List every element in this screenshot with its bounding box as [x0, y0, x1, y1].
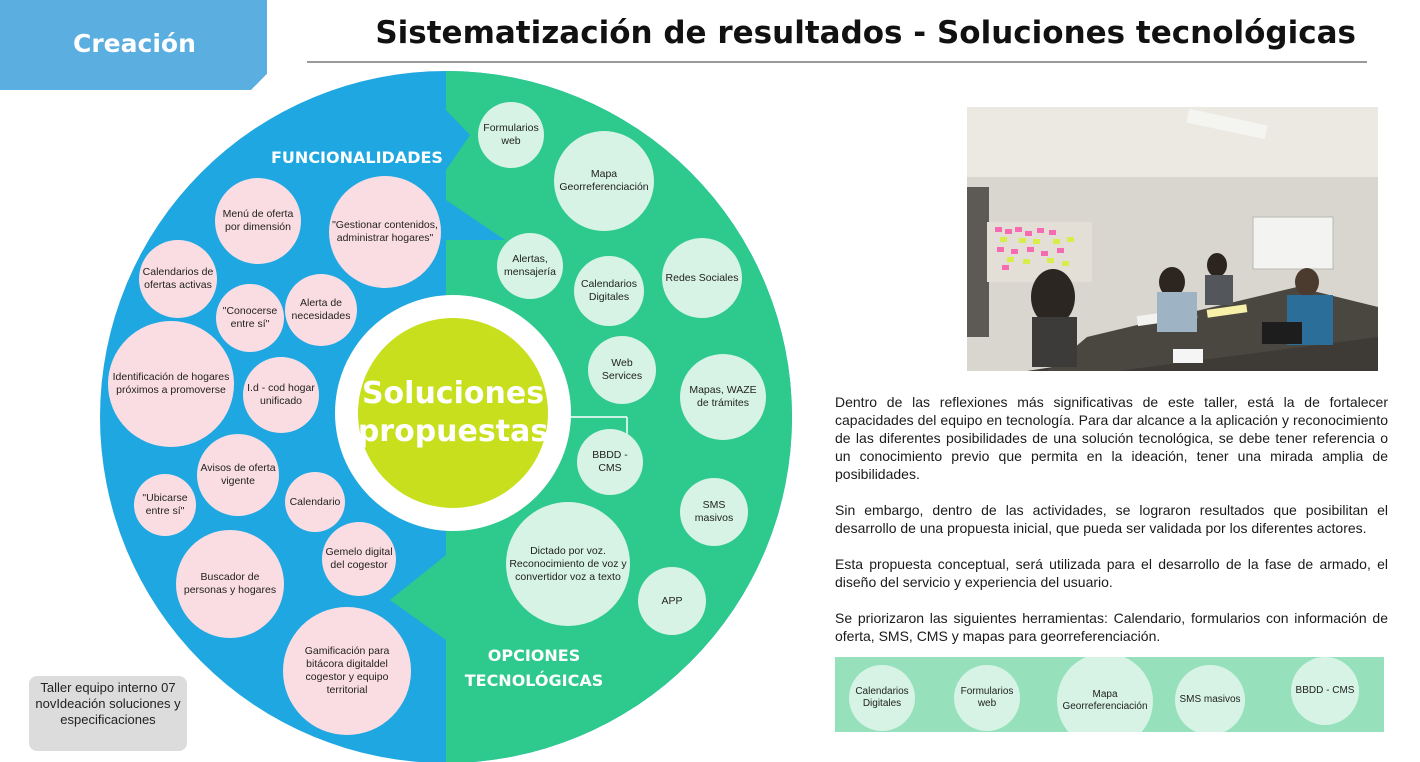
description-paragraph: Sin embargo, dentro de las actividades, …: [835, 502, 1388, 536]
bubble-mapa-georref: Mapa Georreferenciación: [554, 131, 654, 231]
bubble-ubicarse: "Ubicarse entre sí": [134, 474, 196, 536]
bubble-gestionar-contenidos: "Gestionar contenidos, administrar hogar…: [329, 176, 441, 288]
bubble-calendario: Calendario: [285, 472, 345, 532]
workshop-photo-illustration: [967, 107, 1378, 371]
workshop-photo: [967, 107, 1378, 371]
bubble-bbdd-cms: BBDD - CMS: [577, 429, 643, 495]
bubble-menu-oferta: Menú de oferta por dimensión: [215, 178, 301, 264]
center-label: Soluciones propuestas: [358, 318, 548, 508]
bubble-sms-masivos: SMS masivos: [680, 478, 748, 546]
bubble-alertas-mensajeria: Alertas, mensajería: [497, 233, 563, 299]
bubble-dictado-voz: Dictado por voz. Reconocimiento de voz y…: [506, 502, 630, 626]
title-divider: [307, 61, 1367, 63]
bubble-web-services: Web Services: [588, 336, 656, 404]
description-paragraph: Esta propuesta conceptual, será utilizad…: [835, 556, 1388, 590]
section-tag-label: Creación: [73, 29, 196, 58]
bubble-buscador-personas: Buscador de personas y hogares: [176, 530, 284, 638]
section-tag: Creación: [0, 0, 267, 90]
priority-calendarios-digitales: Calendarios Digitales: [849, 665, 915, 731]
description-paragraph: Dentro de las reflexiones más significat…: [835, 394, 1388, 482]
page-title: Sistematización de resultados - Solucion…: [375, 15, 1356, 51]
bubble-identificacion-hogares: Identificación de hogares próximos a pro…: [108, 321, 234, 447]
bubble-conocerse: "Conocerse entre sí": [216, 284, 284, 352]
priority-formularios-web: Formularios web: [954, 665, 1020, 731]
priority-mapa-georref: Mapa Georreferenciación: [1057, 657, 1153, 732]
bubble-gamificacion: Gamificación para bitácora digitaldel co…: [283, 607, 411, 735]
bubble-mapas-waze: Mapas, WAZE de trámites: [680, 354, 766, 440]
opciones-label-line: TECNOLÓGICAS: [464, 671, 604, 690]
workshop-note: Taller equipo interno 07 novIdeación sol…: [29, 676, 187, 751]
description: Dentro de las reflexiones más significat…: [835, 393, 1388, 663]
bubble-id-cod-hogar: I.d - cod hogar unificado: [243, 357, 319, 433]
priority-strip: Calendarios Digitales Formularios web Ma…: [835, 657, 1384, 732]
bubble-redes-sociales: Redes Sociales: [662, 238, 742, 318]
bubble-calendarios-digitales: Calendarios Digitales: [574, 256, 644, 326]
description-paragraph: Se priorizaron las siguientes herramient…: [835, 610, 1388, 644]
bubble-gemelo-digital: Gemelo digital del cogestor: [322, 522, 396, 596]
priority-sms-masivos: SMS masivos: [1175, 665, 1245, 732]
funcionalidades-label: FUNCIONALIDADES: [271, 148, 443, 167]
bubble-calendarios-ofertas: Calendarios de ofertas activas: [139, 240, 217, 318]
opciones-label-line: OPCIONES: [487, 646, 581, 665]
bubble-formularios-web: Formularios web: [478, 102, 544, 168]
bubble-app: APP: [638, 567, 706, 635]
center-label-line: Soluciones: [361, 376, 545, 411]
center-label-line: propuestas: [357, 414, 549, 449]
priority-bbdd-cms: BBDD - CMS: [1291, 657, 1359, 725]
opciones-label: OPCIONES TECNOLÓGICAS: [459, 643, 609, 693]
bubble-alerta-necesidades: Alerta de necesidades: [285, 274, 357, 346]
bubble-avisos-oferta: Avisos de oferta vigente: [197, 434, 279, 516]
